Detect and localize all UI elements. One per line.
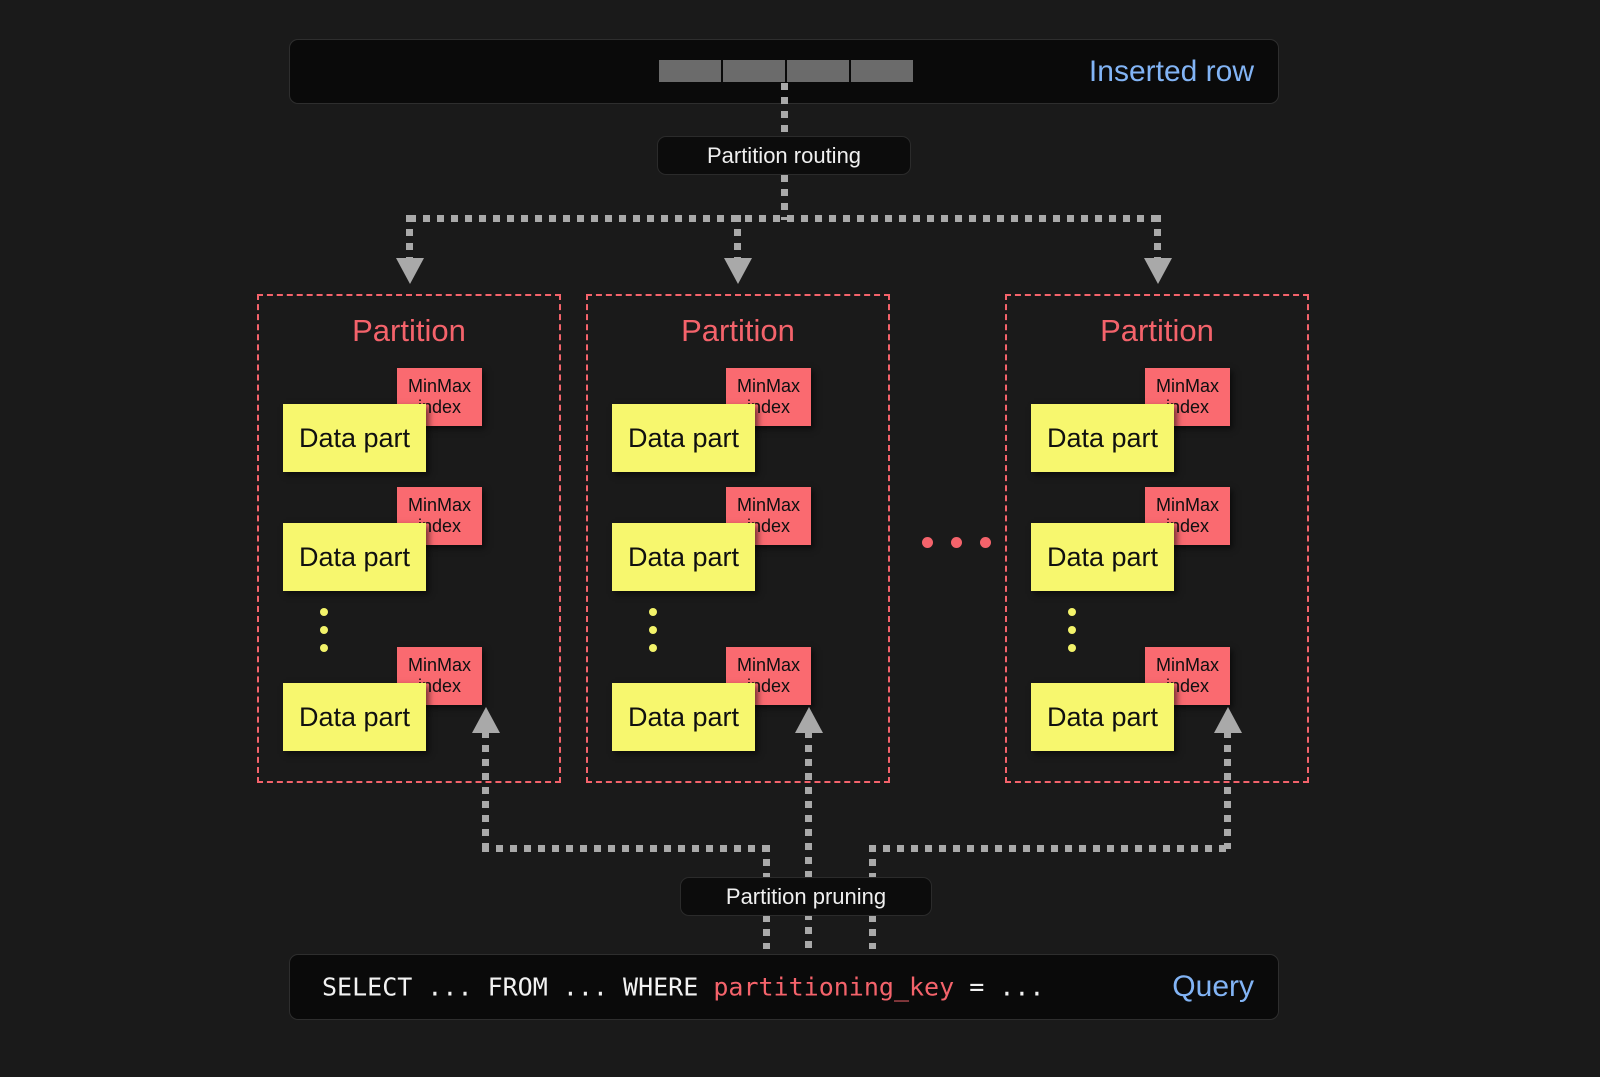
data-part-box: Data part [283, 523, 426, 591]
query-text: SELECT ... FROM ... WHERE partitioning_k… [322, 973, 1044, 1002]
partition-title: Partition [1100, 313, 1214, 348]
partition-routing-label: Partition routing [706, 142, 862, 168]
partition-box-3: Partition MinMax index Data part MinMax … [1005, 294, 1309, 783]
ellipsis-dot [649, 626, 657, 634]
data-part-group: MinMax index Data part [1031, 647, 1286, 757]
pruning-arrow-3-icon [1214, 707, 1242, 733]
minmax-index-line2: index [1165, 676, 1210, 696]
data-part-box: Data part [1031, 523, 1174, 591]
partition-pruning-label: Partition pruning [725, 883, 887, 909]
row-cell [659, 60, 721, 82]
data-part-group: MinMax index Data part [612, 368, 867, 478]
minmax-index-line2: index [417, 516, 462, 536]
pruning-riser-2 [805, 731, 812, 949]
minmax-index-line2: index [417, 397, 462, 417]
data-part-group: MinMax index Data part [283, 487, 538, 597]
data-part-box: Data part [1031, 404, 1174, 472]
data-part-group: MinMax index Data part [283, 647, 538, 757]
routing-arrow-1-icon [396, 258, 424, 284]
row-cell [723, 60, 785, 82]
inserted-row-cells [659, 60, 913, 82]
ellipsis-dot [980, 537, 991, 548]
minmax-index-box: MinMax index [726, 647, 811, 705]
minmax-index-line2: index [1165, 397, 1210, 417]
pruning-bus-right [869, 845, 1231, 852]
routing-branch-1 [406, 215, 413, 263]
query-bar: SELECT ... FROM ... WHERE partitioning_k… [289, 954, 1279, 1020]
data-part-group: MinMax index Data part [283, 368, 538, 478]
minmax-index-line1: MinMax [1155, 655, 1219, 676]
pruning-bus-left [482, 845, 770, 852]
inserted-row-bar: Inserted row [289, 39, 1279, 104]
data-part-ellipsis [320, 608, 328, 652]
pruning-riser-1 [482, 731, 489, 849]
minmax-index-line1: MinMax [736, 376, 800, 397]
partition-box-2: Partition MinMax index Data part MinMax … [586, 294, 890, 783]
minmax-index-line2: index [746, 397, 791, 417]
minmax-index-line2: index [1165, 516, 1210, 536]
ellipsis-dot [1068, 626, 1076, 634]
data-part-box: Data part [612, 523, 755, 591]
row-cell [851, 60, 913, 82]
routing-arrow-2-icon [724, 258, 752, 284]
query-partitioning-key: partitioning_key [713, 972, 955, 1002]
minmax-index-line2: index [746, 516, 791, 536]
ellipsis-dot [320, 626, 328, 634]
routing-arrow-3-icon [1144, 258, 1172, 284]
minmax-index-line1: MinMax [407, 376, 471, 397]
connector-routing-to-bus [781, 175, 788, 220]
row-cell [787, 60, 849, 82]
data-part-box: Data part [283, 404, 426, 472]
minmax-index-box: MinMax index [726, 368, 811, 426]
data-part-group: MinMax index Data part [612, 487, 867, 597]
connector-row-to-routing [781, 83, 788, 136]
ellipsis-dot [1068, 644, 1076, 652]
partition-title: Partition [681, 313, 795, 348]
partition-pruning-box[interactable]: Partition pruning [680, 877, 932, 916]
query-label: Query [1172, 970, 1254, 1003]
routing-branch-3 [1154, 215, 1161, 263]
routing-branch-2 [734, 215, 741, 263]
minmax-index-line2: index [417, 676, 462, 696]
partition-ellipsis [922, 537, 991, 548]
ellipsis-dot [320, 608, 328, 616]
data-part-box: Data part [612, 683, 755, 751]
minmax-index-line1: MinMax [407, 495, 471, 516]
ellipsis-dot [922, 537, 933, 548]
data-part-group: MinMax index Data part [1031, 368, 1286, 478]
ellipsis-dot [951, 537, 962, 548]
routing-bus-line [409, 215, 1161, 222]
minmax-index-line1: MinMax [407, 655, 471, 676]
data-part-ellipsis [1068, 608, 1076, 652]
minmax-index-line2: index [746, 676, 791, 696]
inserted-row-label: Inserted row [1088, 54, 1254, 88]
query-suffix: = ... [954, 972, 1045, 1002]
minmax-index-line1: MinMax [1155, 495, 1219, 516]
pruning-arrow-2-icon [795, 707, 823, 733]
data-part-group: MinMax index Data part [1031, 487, 1286, 597]
ellipsis-dot [649, 644, 657, 652]
minmax-index-box: MinMax index [726, 487, 811, 545]
partition-box-1: Partition MinMax index Data part MinMax … [257, 294, 561, 783]
minmax-index-line1: MinMax [736, 655, 800, 676]
partition-title: Partition [352, 313, 466, 348]
ellipsis-dot [320, 644, 328, 652]
data-part-box: Data part [612, 404, 755, 472]
minmax-index-box: MinMax index [397, 647, 482, 705]
partition-routing-box[interactable]: Partition routing [657, 136, 911, 175]
data-part-group: MinMax index Data part [612, 647, 867, 757]
ellipsis-dot [649, 608, 657, 616]
pruning-arrow-1-icon [472, 707, 500, 733]
query-prefix: SELECT ... FROM ... WHERE [322, 972, 714, 1002]
ellipsis-dot [1068, 608, 1076, 616]
data-part-box: Data part [1031, 683, 1174, 751]
data-part-box: Data part [283, 683, 426, 751]
minmax-index-line1: MinMax [736, 495, 800, 516]
data-part-ellipsis [649, 608, 657, 652]
minmax-index-line1: MinMax [1155, 376, 1219, 397]
pruning-riser-3 [1224, 731, 1231, 849]
